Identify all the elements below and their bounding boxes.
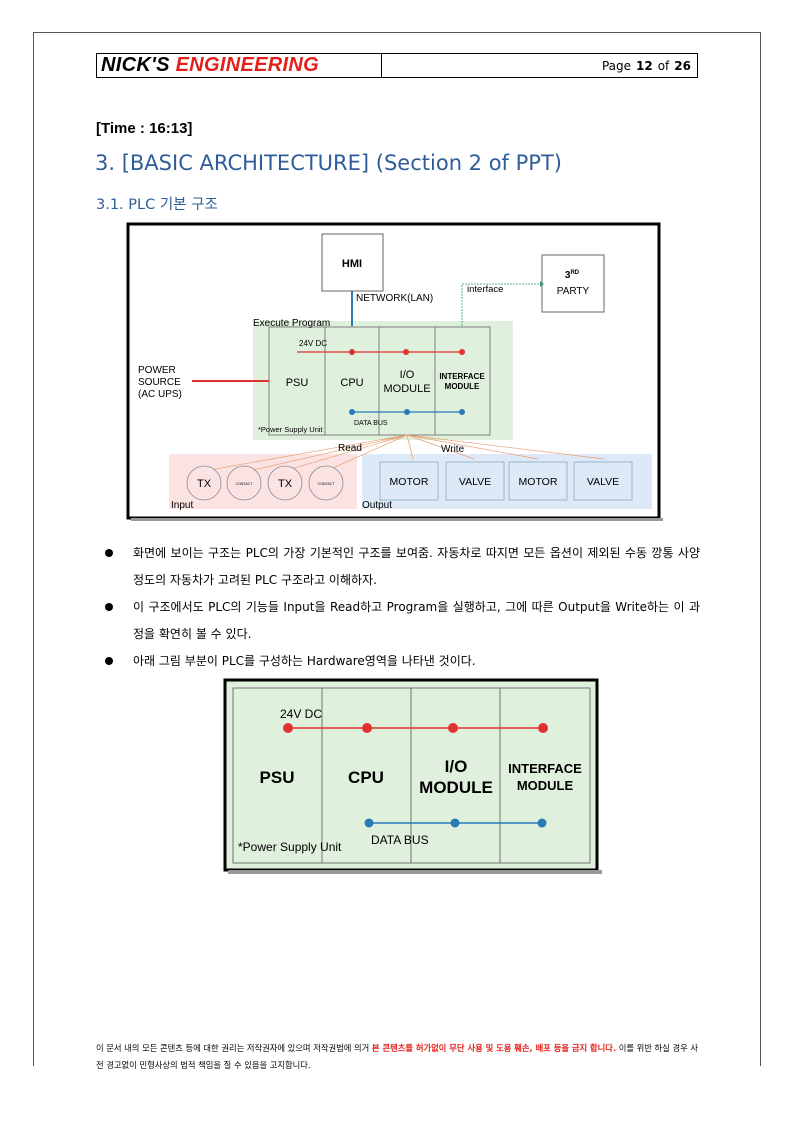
interface-line [461,283,540,326]
bus-node [404,409,410,415]
hw-dc-node [448,723,458,733]
hw-io-label-1: I/O [445,757,468,776]
output-motor-2 [508,461,568,501]
hmi-box [321,233,384,292]
bullet-dot [105,549,113,557]
network-label: NETWORK(LAN) [356,293,433,304]
diagram1-shadow [131,518,663,521]
header-logo-cell: NICK'S ENGINEERING [97,54,382,77]
total-pages: 26 [674,58,691,73]
plc-hardware-diagram: 24V DC PSU CPU I/O MODULE INTERFACE MODU… [223,678,602,874]
page-header: NICK'S ENGINEERING Page 12 of 26 [96,53,698,78]
hw-psu-note: *Power Supply Unit [238,840,342,854]
io-label-2: MODULE [383,383,430,395]
power-source-label-1: POWER [138,365,176,376]
hw-rack [232,687,591,864]
bullet-dot [105,603,113,611]
plc-green-panel [253,321,513,440]
hw-cpu-label: CPU [348,768,384,787]
time-label: [Time : 16:13] [96,120,193,137]
execute-program-label: Execute Program [253,318,330,329]
read-lines [203,434,605,472]
hw-io-label-2: MODULE [419,778,493,797]
footer-text-2: 이를 위반 하실 경우 사전 경고없이 민형사상의 법적 책임을 질 수 있음을… [96,1043,698,1070]
hmi-label: HMI [342,258,362,270]
hw-bus-node [364,818,374,828]
page-number: 12 [636,58,653,73]
bullet-item: 화면에 보이는 구조는 PLC의 가장 기본적인 구조를 보여줌. 자동차로 따… [100,540,700,594]
page-border [33,32,761,1066]
hw-psu-label: PSU [260,768,295,787]
hw-dc24-label: 24V DC [280,707,322,721]
interface-label: interface [467,284,503,295]
of-label: of [657,58,670,73]
output-motor-1 [379,461,439,501]
hw-if-label-1: INTERFACE [508,761,582,776]
output-label: Output [362,500,392,511]
input-tx-1 [186,465,222,501]
page-counter: Page 12 of 26 [382,54,697,77]
bullet-item: 이 구조에서도 PLC의 기능들 Input을 Read하고 Program을 … [100,594,700,648]
hw-data-bus-label: DATA BUS [371,833,429,847]
diagram2-shadow [228,870,602,874]
footer-text-1: 이 문서 내의 모든 콘텐츠 등에 대한 권리는 저작권자에 있으며 저작권법에… [96,1043,372,1053]
footer-warning: 본 콘텐츠를 허가없이 무단 사용 및 도용 훼손, 배포 등을 금지 합니다. [371,1043,617,1053]
output-motor-1-label: MOTOR [390,476,429,488]
dc-node [349,349,355,355]
subsection-title: 3.1. PLC 기본 구조 [96,197,218,213]
copyright-footer: 이 문서 내의 모든 콘텐츠 등에 대한 권리는 저작권자에 있으며 저작권법에… [96,1040,700,1074]
third-party-box [541,254,605,313]
bullet-text: 아래 그림 부분이 PLC를 구성하는 Hardware영역을 나타낸 것이다. [133,654,476,668]
psu-label: PSU [286,377,309,389]
hw-dc-node [538,723,548,733]
interface-module-label-1: INTERFACE [439,372,485,381]
input-tx-1-label: TX [197,478,212,490]
third-party-label-2: PARTY [557,286,590,297]
cpu-label: CPU [340,377,363,389]
interface-arrow [540,281,544,287]
bus-node [349,409,355,415]
third-party-label-1: 3RD [565,270,580,281]
dc24-label: 24V DC [299,339,327,348]
dc-node [459,349,465,355]
input-tx-2-label: TX [278,478,293,490]
hw-bus-node [537,818,547,828]
section-title: 3. [BASIC ARCHITECTURE] (Section 2 of PP… [95,151,562,175]
power-source-label-3: (AC UPS) [138,389,182,400]
bullet-dot [105,657,113,665]
power-source-label-2: SOURCE [138,377,181,388]
output-valve-1-label: VALVE [459,476,491,488]
bullet-text: 화면에 보이는 구조는 PLC의 가장 기본적인 구조를 보여줌. 자동차로 따… [133,546,700,587]
io-label-1: I/O [400,369,415,381]
interface-module-label-2: MODULE [445,382,480,391]
logo-part2: ENGINEERING [175,54,319,76]
bullet-text: 이 구조에서도 PLC의 기능들 Input을 Read하고 Program을 … [133,600,700,641]
input-tx-2 [267,465,303,501]
output-valve-2 [573,461,633,501]
input-contact-2-label: CONTACT [318,482,336,486]
output-valve-1 [445,461,505,501]
data-bus-label: DATA BUS [354,420,388,427]
hw-dc-node [362,723,372,733]
input-contact-1-label: CONTACT [236,482,254,486]
bus-node [459,409,465,415]
output-motor-2-label: MOTOR [519,476,558,488]
bullet-item: 아래 그림 부분이 PLC를 구성하는 Hardware영역을 나타낸 것이다. [100,648,700,675]
hw-dc-node [283,723,293,733]
hw-if-label-2: MODULE [517,778,574,793]
page-label: Page [601,58,632,73]
output-valve-2-label: VALVE [587,476,619,488]
bullet-list: 화면에 보이는 구조는 PLC의 가장 기본적인 구조를 보여줌. 자동차로 따… [100,540,700,675]
hw-bus-node [450,818,460,828]
input-contact-2 [308,465,344,501]
write-label: Write [441,444,465,455]
company-logo: NICK'S ENGINEERING [101,54,319,77]
plc-architecture-diagram: HMI NETWORK(LAN) 3RD PARTY interface Exe… [126,222,663,521]
read-label: Read [338,443,362,454]
logo-part1: NICK'S [101,54,170,76]
dc-node [403,349,409,355]
input-contact-1 [226,465,262,501]
psu-note: *Power Supply Unit [258,425,324,434]
input-label: Input [171,500,193,511]
